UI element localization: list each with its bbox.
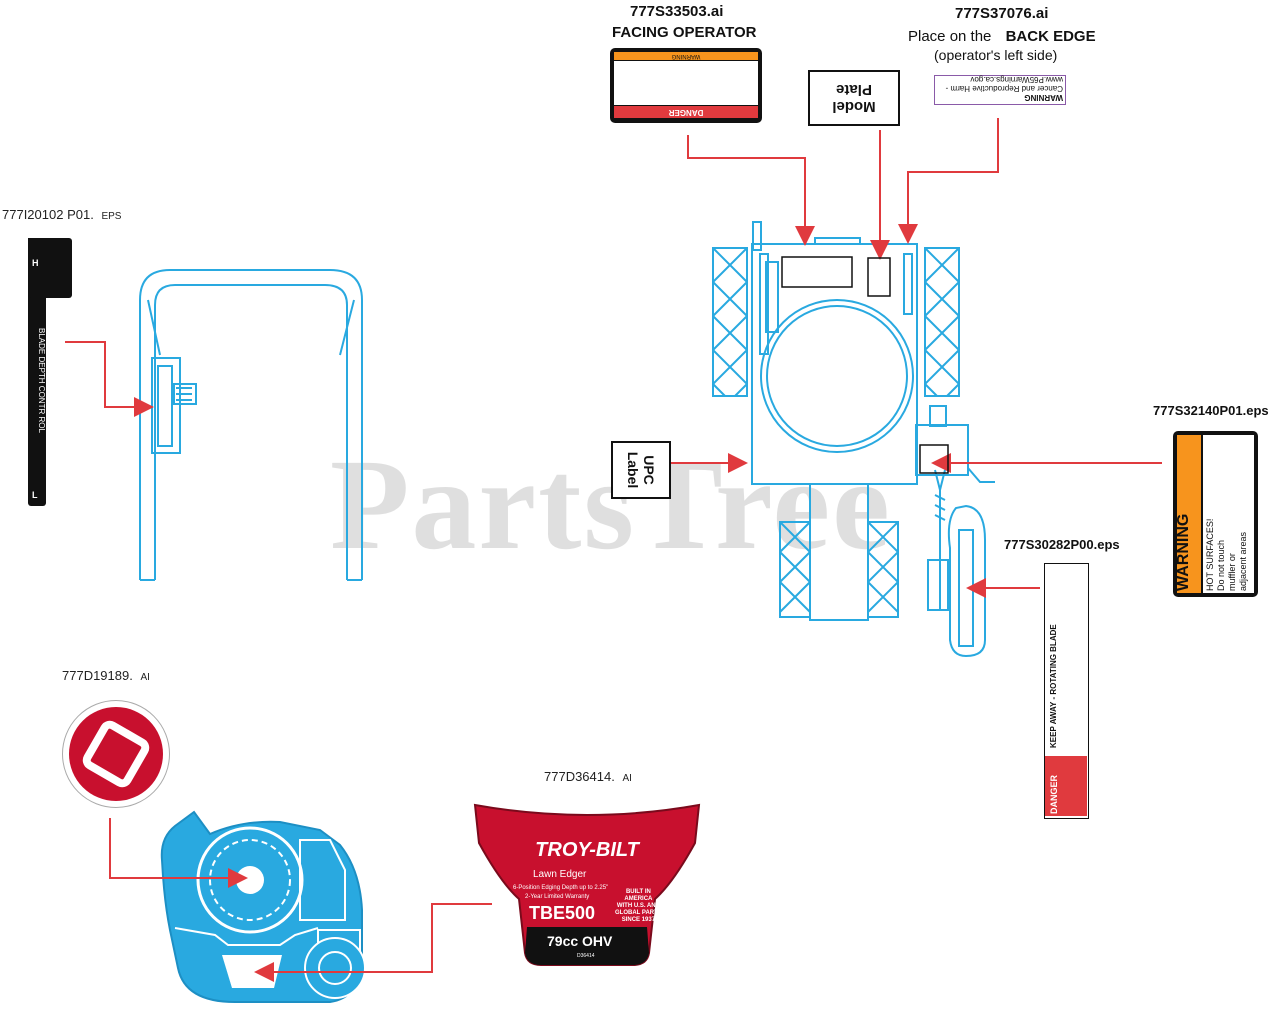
brand-code: D36414 [577,953,595,959]
depth-control-decal: BLADE DEPTH CONTR ROL H L [28,238,72,506]
brand-built1: BUILT IN [625,889,651,895]
depth-control-h: H [32,258,39,268]
back-edge-decal: WARNING Cancer and Reproductive Harm - w… [934,75,1066,105]
rotating-blade-part-number: 777S30282P00.eps [1004,537,1120,552]
facing-operator-decal: WARNING DANGER [610,48,762,123]
engine-drawing [160,810,366,1003]
tool-logo-part: 777D19189. AI [62,668,150,683]
upc-line1: UPC [641,455,657,485]
brand-built2: AMERICA [624,896,653,902]
back-edge-caption-strong: BACK EDGE [1005,28,1096,45]
brand-name: TROY-BILT [535,839,639,861]
brand-panel-decal: TROY-BILT Lawn Edger 6-Position Edging D… [473,803,701,969]
model-plate-line2: Plate [836,81,872,98]
depth-control-text: BLADE DEPTH CONTR ROL [37,328,46,433]
watermark: PartsTree [330,433,892,577]
back-edge-caption-prefix: Place on the [908,28,992,45]
facing-operator-part-number: 777S33503.ai [630,3,724,20]
brand-panel-part: 777D36414. AI [544,769,632,784]
model-plate-line1: Model [832,98,876,115]
hot-surface-warning-word: WARNING [1175,513,1192,591]
back-edge-sub: (operator's left side) [934,47,1058,63]
hot-surface-line4: adjacent areas [1238,531,1248,591]
upc-line2: Label [625,451,641,489]
handle-drawing [139,269,363,581]
decal-danger-strip: DANGER [614,106,758,118]
rotating-blade-danger: DANGER [1049,774,1059,814]
model-plate-label: Model Plate [808,70,900,126]
facing-operator-spot [781,256,853,288]
depth-control-part: 777I20102 P01. EPS [2,207,121,222]
brand-panel-shape [473,803,701,966]
brand-product: Lawn Edger [533,869,587,880]
tool-logo-decal [62,700,170,808]
back-edge-caption: Place on the BACK EDGE [908,28,1096,45]
edger-top-view [712,221,995,658]
back-edge-warning-word: WARNING [1024,93,1063,102]
rotating-blade-decal: DANGER KEEP AWAY - ROTATING BLADE [1044,563,1089,819]
back-edge-line2: www.P65Warnings.ca.gov [970,75,1063,84]
arrow-brand-panel [254,903,492,982]
depth-control-suffix: EPS [101,211,122,222]
brand-built5: SINCE 1937 [621,917,656,923]
depth-control-l: L [32,490,38,500]
hot-surface-line2: Do not touch [1216,539,1226,591]
hot-surface-spot [919,444,949,474]
brand-built4: GLOBAL PARTS [615,910,662,916]
arrow-facing-operator [687,135,815,246]
arrow-back-edge [898,118,999,244]
brand-panel-part-number: 777D36414. [544,769,615,784]
decal-warning-strip: WARNING [614,52,758,60]
rotating-blade-text: KEEP AWAY - ROTATING BLADE [1049,624,1058,748]
brand-spec1: 6-Position Edging Depth up to 2.25" [513,885,609,891]
arrow-depth-control [65,341,154,417]
facing-operator-caption: FACING OPERATOR [612,24,757,41]
hot-surface-line1: HOT SURFACES! [1205,518,1215,591]
tool-logo-part-number: 777D19189. [62,668,133,683]
tool-logo-suffix: AI [140,672,150,683]
model-plate-spot [867,257,891,297]
hot-surface-text: HOT SURFACES! Do not touch muffler or ad… [1205,519,1249,591]
brand-model: TBE500 [529,903,596,923]
brand-engine: 79cc OHV [547,933,613,949]
back-edge-line1: Cancer and Reproductive Harm - [945,84,1063,93]
arrow-tool-logo [109,818,248,888]
brand-spec2: 2-Year Limited Warranty [525,894,590,900]
depth-control-part-number: 777I20102 P01. [2,207,94,222]
back-edge-part-number: 777S37076.ai [955,5,1049,22]
brand-panel-suffix: AI [622,773,632,784]
brand-built3: WITH U.S. AND [616,903,660,909]
hot-surface-decal: WARNING HOT SURFACES! Do not touch muffl… [1173,431,1258,597]
hot-surface-line3: muffler or [1227,553,1237,591]
hot-surface-part-number: 777S32140P01.eps [1153,403,1269,418]
upc-label: UPC Label [611,441,671,499]
brand-built: BUILT IN AMERICA WITH U.S. AND GLOBAL PA… [615,889,662,924]
